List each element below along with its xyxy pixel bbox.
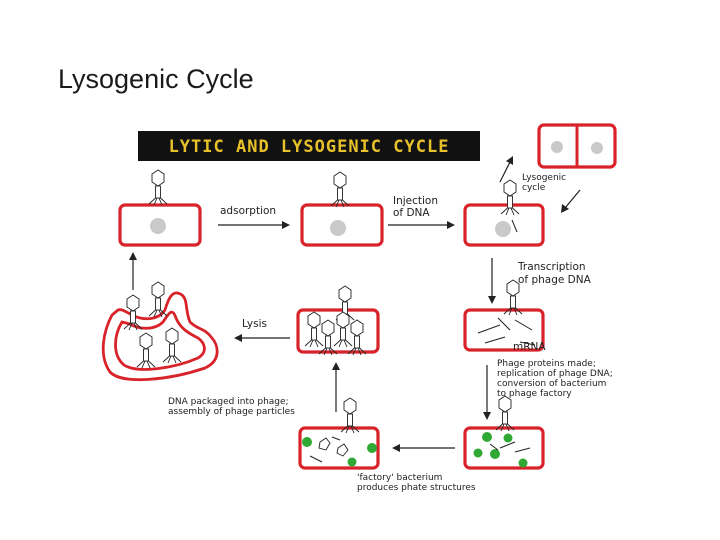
phage-icon — [495, 395, 515, 432]
label-proteins-3: conversion of bacterium — [497, 379, 606, 389]
label-injection-2: of DNA — [393, 207, 430, 219]
label-adsorption: adsorption — [220, 205, 276, 217]
phage-icon — [148, 169, 168, 206]
label-lysogenic-1: Lysogenic — [522, 173, 566, 183]
cell-lysis — [296, 285, 380, 356]
label-transcription-2: of phage DNA — [518, 274, 592, 286]
arrow-factory-to-assembly — [392, 444, 455, 452]
lysogenic-dividing-cell — [537, 123, 617, 169]
banner-title: LYTIC AND LYSOGENIC CYCLE — [169, 137, 450, 157]
arrow-injection — [388, 221, 455, 229]
label-proteins-4: to phage factory — [497, 389, 572, 399]
cell-transcription — [463, 279, 545, 352]
label-lysogenic-2: cycle — [522, 183, 546, 193]
phage-icon — [330, 171, 350, 208]
label-proteins-2: replication of phage DNA; — [497, 369, 613, 379]
label-factory-1: 'factory' bacterium — [357, 473, 442, 483]
cell-assembly — [298, 397, 380, 470]
label-transcription-1: Transcription — [517, 261, 586, 273]
arrow-burst-to-start — [129, 252, 137, 290]
banner: LYTIC AND LYSOGENIC CYCLE — [138, 131, 480, 161]
arrow-assembly-to-lysis — [332, 362, 340, 412]
phage-icon — [136, 332, 156, 369]
phage-icon — [162, 327, 182, 364]
cell-adsorption — [118, 169, 202, 247]
cell-phage-factory — [463, 395, 545, 470]
label-injection-1: Injection — [393, 195, 438, 207]
arrow-adsorption — [218, 221, 290, 229]
burst-cell — [101, 281, 219, 382]
slide-title: Lysogenic Cycle — [58, 64, 254, 94]
label-packaged-1: DNA packaged into phage; — [168, 397, 289, 407]
cell-lysogenic-branch — [463, 179, 545, 247]
arrow-from-lysogenic — [561, 189, 581, 213]
label-factory-2: produces phate structures — [357, 483, 476, 493]
banner-background — [138, 131, 480, 161]
label-lysis: Lysis — [242, 318, 267, 330]
arrow-transcription — [488, 258, 496, 304]
arrow-proteins — [483, 365, 491, 420]
label-packaged-2: assembly of phage particles — [168, 407, 295, 417]
label-proteins-1: Phage proteins made; — [497, 359, 596, 369]
label-mrna: mRNA — [513, 341, 546, 353]
arrow-lysis — [234, 334, 290, 342]
arrow-to-lysogenic — [499, 156, 513, 183]
cell-injection — [300, 171, 384, 247]
